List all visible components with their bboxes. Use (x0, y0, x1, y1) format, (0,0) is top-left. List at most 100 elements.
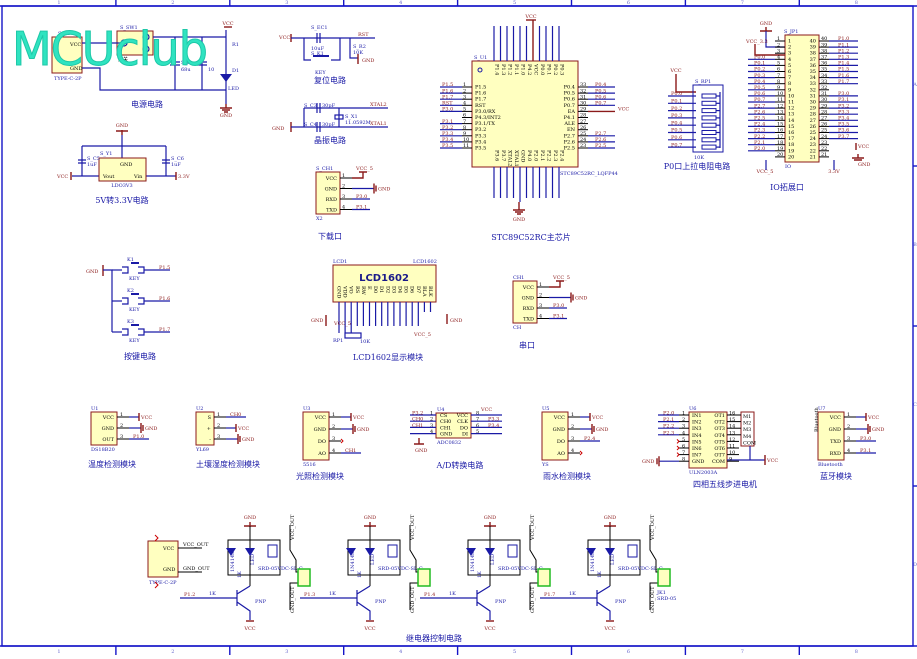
serial_port-pin-name: TXD (523, 317, 534, 323)
relay-vcc-label: VCC (243, 626, 255, 632)
rain-pin-number: 1 (571, 412, 574, 418)
mcu-bottom-pin-name: P2.0 (533, 150, 539, 161)
adc-left-net-label: P3.2 (412, 411, 423, 417)
io-left-pin-number: 18 (777, 140, 783, 146)
serial_port-pin-name: GND (522, 296, 534, 302)
serial_port-pin-number: 2 (539, 293, 542, 299)
key-value: KEY (129, 307, 140, 313)
rain-module-body (541, 411, 569, 461)
stepper-in-pin-name: IN7 (692, 453, 702, 459)
pullup-resistor-icon (701, 130, 717, 135)
relay-base-resistor-label: 1K (209, 591, 216, 597)
pullup-net-label: P0.6 (671, 135, 682, 141)
ldo-chip (98, 157, 147, 182)
light-pin-number: 4 (332, 448, 335, 454)
key-button-icon (131, 324, 139, 326)
io-inner-right-number: 27 (810, 118, 816, 124)
relay-gnd-symbol (244, 522, 256, 527)
zone-top-6: 6 (627, 0, 630, 6)
lcd-pin-name: VDD (342, 285, 348, 298)
io-inner-left-number: 11 (788, 100, 794, 106)
no-connect-icon (154, 534, 159, 589)
temp-gnd-label: GND (145, 426, 157, 432)
io-left-net-label: P2.7 (754, 103, 765, 109)
pullup-resistor-icon (701, 108, 717, 114)
mcu-top-pin-name: P1.2 (507, 64, 513, 75)
power-gnd-label: GND (220, 113, 232, 119)
reset-circuit: VCC S_EC1 10uF S_K1 KEY S_R2 10K RST GND… (278, 25, 375, 85)
crystal-circuit-title: 晶振电路 (314, 135, 346, 145)
io-left-pin-number: 1 (777, 36, 780, 42)
key-ref: K2 (127, 288, 134, 294)
key-ref: K1 (127, 257, 134, 263)
relay-input-net-label: P1.3 (304, 592, 315, 598)
lcd-pin-name: D6 (409, 286, 415, 293)
stepper-in-pin-name: IN3 (692, 426, 702, 432)
relay-led-icon (245, 548, 255, 556)
download_port-vcc-symbol (352, 171, 367, 179)
power-switch-value: 开关 (118, 56, 128, 63)
io-right-pin-number: 26 (821, 122, 827, 128)
adc-left-pin-number: 3 (430, 423, 433, 429)
relay-coil-icon (387, 544, 398, 558)
power-circuit-title: 电源电路 (131, 99, 163, 109)
mcu-right-net-label: P0.6 (595, 94, 606, 100)
rain-pin-name: GND (553, 427, 565, 433)
download_port-pin-number: 2 (342, 184, 345, 190)
pullup-net-label: P0.4 (671, 120, 682, 126)
lcd-pin-name: BLK (427, 286, 433, 297)
io-left-pin-number: 12 (777, 103, 783, 109)
io-left-pin-number: 19 (777, 146, 783, 152)
mcu-right-pin-number: 25 (580, 131, 586, 137)
io-gnd-label: GND (760, 21, 772, 27)
io-header-ref: S_JP1 (784, 29, 798, 35)
mcu-right-pin-name: EA (568, 109, 576, 115)
zone-bottom-1: 1 (57, 649, 60, 655)
io-vcc-label: VCC (857, 144, 869, 150)
download_port-title: 下载口 (318, 231, 342, 241)
bt-net-label: P3.0 (860, 436, 871, 442)
crystal-xtal1-label: XTAL1 (370, 121, 387, 127)
io-inner-right-number: 35 (810, 69, 816, 75)
ldo-gnd-label: GND (116, 123, 128, 129)
io-left-net-label: P0.6 (754, 91, 765, 97)
relay-transistor-icon (420, 585, 491, 620)
mcu-left-pin-number: 9 (463, 131, 466, 137)
adc-title: A/D转换电路 (436, 460, 484, 470)
download_port-gnd-symbol (373, 183, 377, 194)
mcu-left-pin-number: 11 (463, 143, 469, 149)
crystal-c3-value: 30pF (322, 103, 336, 109)
pullup-resistor-icon (701, 122, 717, 128)
io-inner-right-number: 39 (810, 45, 816, 51)
ldo-circuit: GND S_Y1 LDO3V3 Vout GND Vin S_C5 1uF S_… (56, 123, 190, 205)
relay-part-label: SRD-05VDC-SL-C (498, 566, 543, 572)
bt-net-label: P3.1 (860, 448, 871, 454)
adc-left-pin-name: GND (440, 432, 452, 438)
io-right-pin-number: 22 (821, 146, 827, 152)
soil-vcc-label: VCC (237, 426, 249, 432)
relay-typec-pin-vcc: VCC (162, 546, 174, 552)
relay-terminal-block (297, 568, 311, 587)
power-cap1-ref: S_C (181, 60, 191, 66)
mcu-left-pin-name: P1.6 (475, 91, 486, 97)
io-left-pin-number: 15 (777, 122, 783, 128)
crystal-gnd-label: GND (272, 126, 284, 132)
soil-pin-number: 3 (217, 434, 220, 440)
stepper-in-pin-name: GND (692, 459, 704, 465)
relay-coil-wires (347, 526, 401, 586)
lcd-gnd-right-label: GND (450, 318, 462, 324)
bt-pin-name: VCC (829, 415, 841, 421)
io-inner-right-number: 40 (810, 39, 816, 45)
serial_port-pin-number: 4 (539, 314, 542, 320)
pullup-net-label: P0.3 (671, 113, 682, 119)
ldo-vcc-label: VCC (56, 174, 68, 180)
reset-wires (291, 37, 375, 61)
pullup-net-label: P0.5 (671, 128, 682, 134)
io-left-pin-number: 20 (777, 152, 783, 158)
mcu-right-pin-number: 26 (580, 125, 586, 131)
io-inner-right-number: 26 (810, 124, 816, 130)
lcd-part: LCD1602 (413, 259, 437, 265)
relay-input-net-label: P1.4 (424, 592, 435, 598)
power-typec-pin-vcc: VCC (69, 42, 81, 48)
